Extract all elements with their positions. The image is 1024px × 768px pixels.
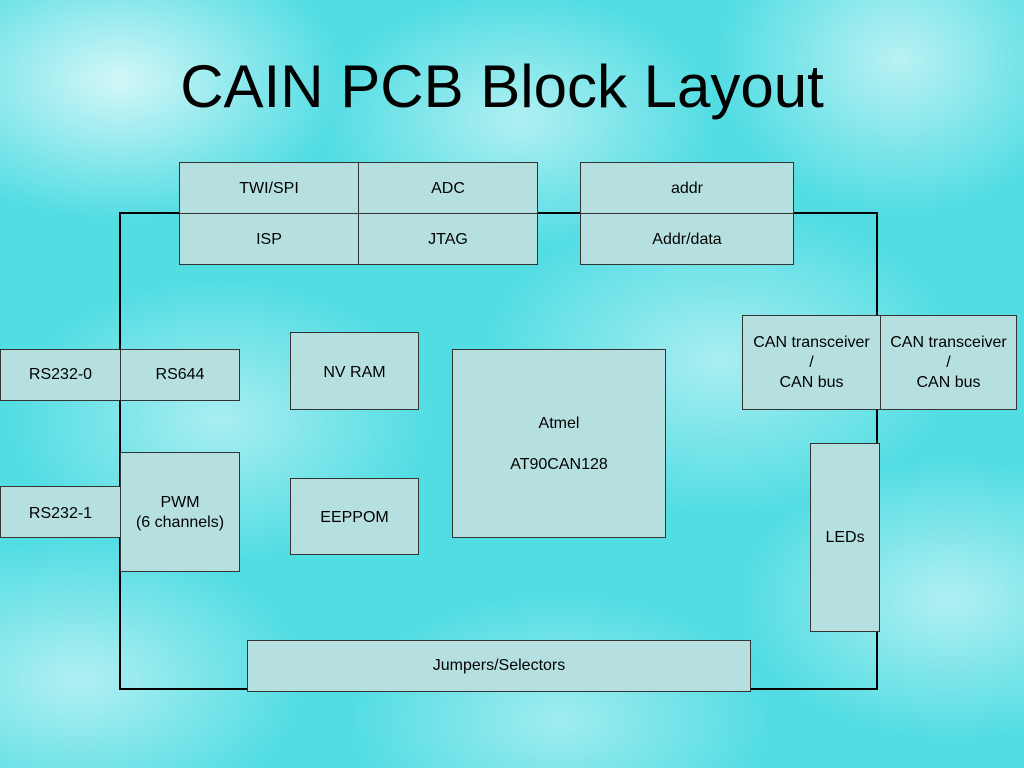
eeppom-label: EEPPOM xyxy=(320,509,389,526)
leds-label: LEDs xyxy=(825,528,865,546)
slide-title: CAIN PCB Block Layout xyxy=(180,53,824,120)
nv-ram-label: NV RAM xyxy=(323,364,386,381)
jumpers-selectors-block: Jumpers/Selectors xyxy=(247,640,751,692)
jumpers-label: Jumpers/Selectors xyxy=(432,657,566,674)
nv-ram-block: NV RAM xyxy=(290,332,419,410)
rs232-0-label: RS232-0 xyxy=(28,366,93,383)
addr-data-label: Addr/data xyxy=(652,231,722,248)
atmel-mcu-block: Atmel AT90CAN128 xyxy=(452,349,666,538)
can1-slash-label: / xyxy=(809,354,814,371)
isp-block: ISP xyxy=(179,213,359,265)
eeppom-block: EEPPOM xyxy=(290,478,419,555)
can-transceiver-block-1: CAN transceiver / CAN bus xyxy=(742,315,881,410)
rs232-1-block: RS232-1 xyxy=(0,486,121,538)
pwm-label: PWM xyxy=(160,494,200,511)
at90can128-label: AT90CAN128 xyxy=(510,456,608,473)
can2-transceiver-label: CAN transceiver xyxy=(890,334,1007,351)
can1-transceiver-label: CAN transceiver xyxy=(753,334,870,351)
jtag-label: JTAG xyxy=(428,231,468,248)
addr-label: addr xyxy=(670,180,704,197)
twi-spi-label: TWI/SPI xyxy=(239,180,299,197)
can2-slash-label: / xyxy=(946,354,951,371)
pwm-block: PWM (6 channels) xyxy=(120,452,240,572)
rs644-block: RS644 xyxy=(120,349,240,401)
rs232-0-block: RS232-0 xyxy=(0,349,121,401)
can-transceiver-block-2: CAN transceiver / CAN bus xyxy=(880,315,1017,410)
atmel-label: Atmel xyxy=(538,415,580,432)
leds-block: LEDs xyxy=(810,443,880,632)
pwm-channels-label: (6 channels) xyxy=(135,514,225,531)
addr-block: addr xyxy=(580,162,794,214)
addr-data-block: Addr/data xyxy=(580,213,794,265)
can2-bus-label: CAN bus xyxy=(916,374,981,391)
adc-block: ADC xyxy=(358,162,538,214)
jtag-block: JTAG xyxy=(358,213,538,265)
twi-spi-block: TWI/SPI xyxy=(179,162,359,214)
can1-bus-label: CAN bus xyxy=(779,374,844,391)
rs232-1-label: RS232-1 xyxy=(28,505,93,522)
adc-label: ADC xyxy=(431,180,465,197)
rs644-label: RS644 xyxy=(155,366,205,383)
isp-label: ISP xyxy=(256,231,282,248)
